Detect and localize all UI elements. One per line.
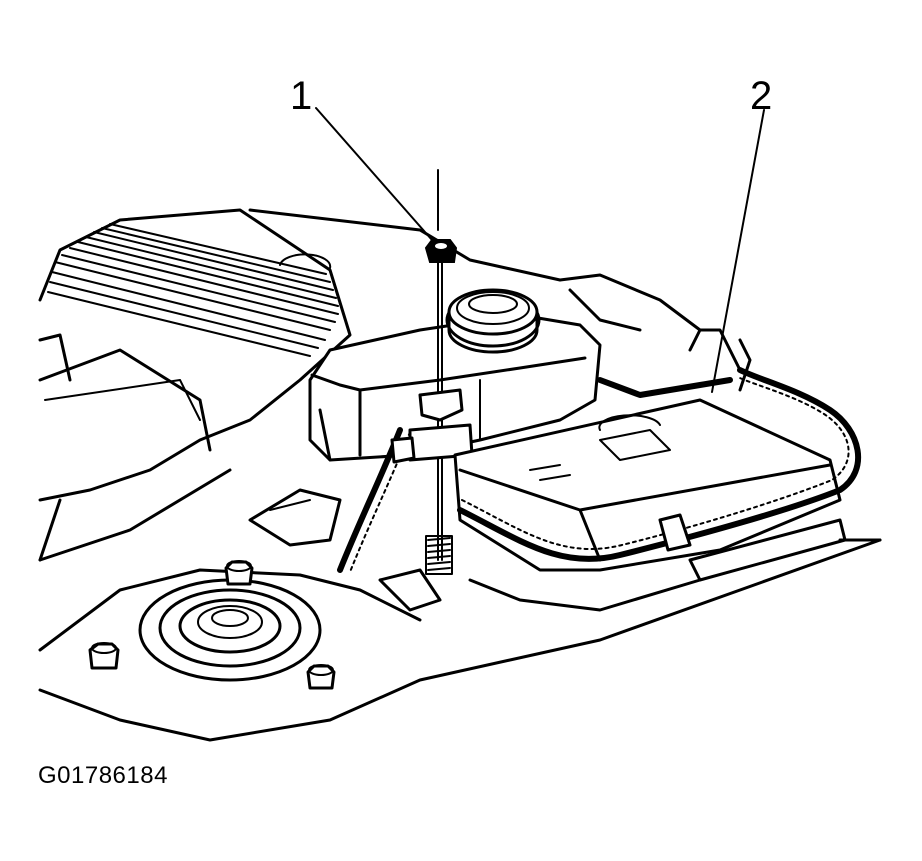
callout-1-number: 1	[290, 74, 313, 118]
callout-2-number: 2	[750, 74, 773, 118]
callout-1-leader	[315, 107, 433, 241]
wiring-harness	[337, 328, 861, 573]
strut-tower	[38, 488, 882, 742]
mount-bolts	[88, 560, 336, 690]
figure-id-label: G01786184	[38, 762, 168, 789]
engine-cover	[38, 208, 352, 562]
callout-2-leader	[711, 109, 765, 393]
fastener-stud	[408, 169, 474, 575]
relay-center-box	[453, 398, 847, 582]
fluid-reservoir	[308, 288, 602, 462]
